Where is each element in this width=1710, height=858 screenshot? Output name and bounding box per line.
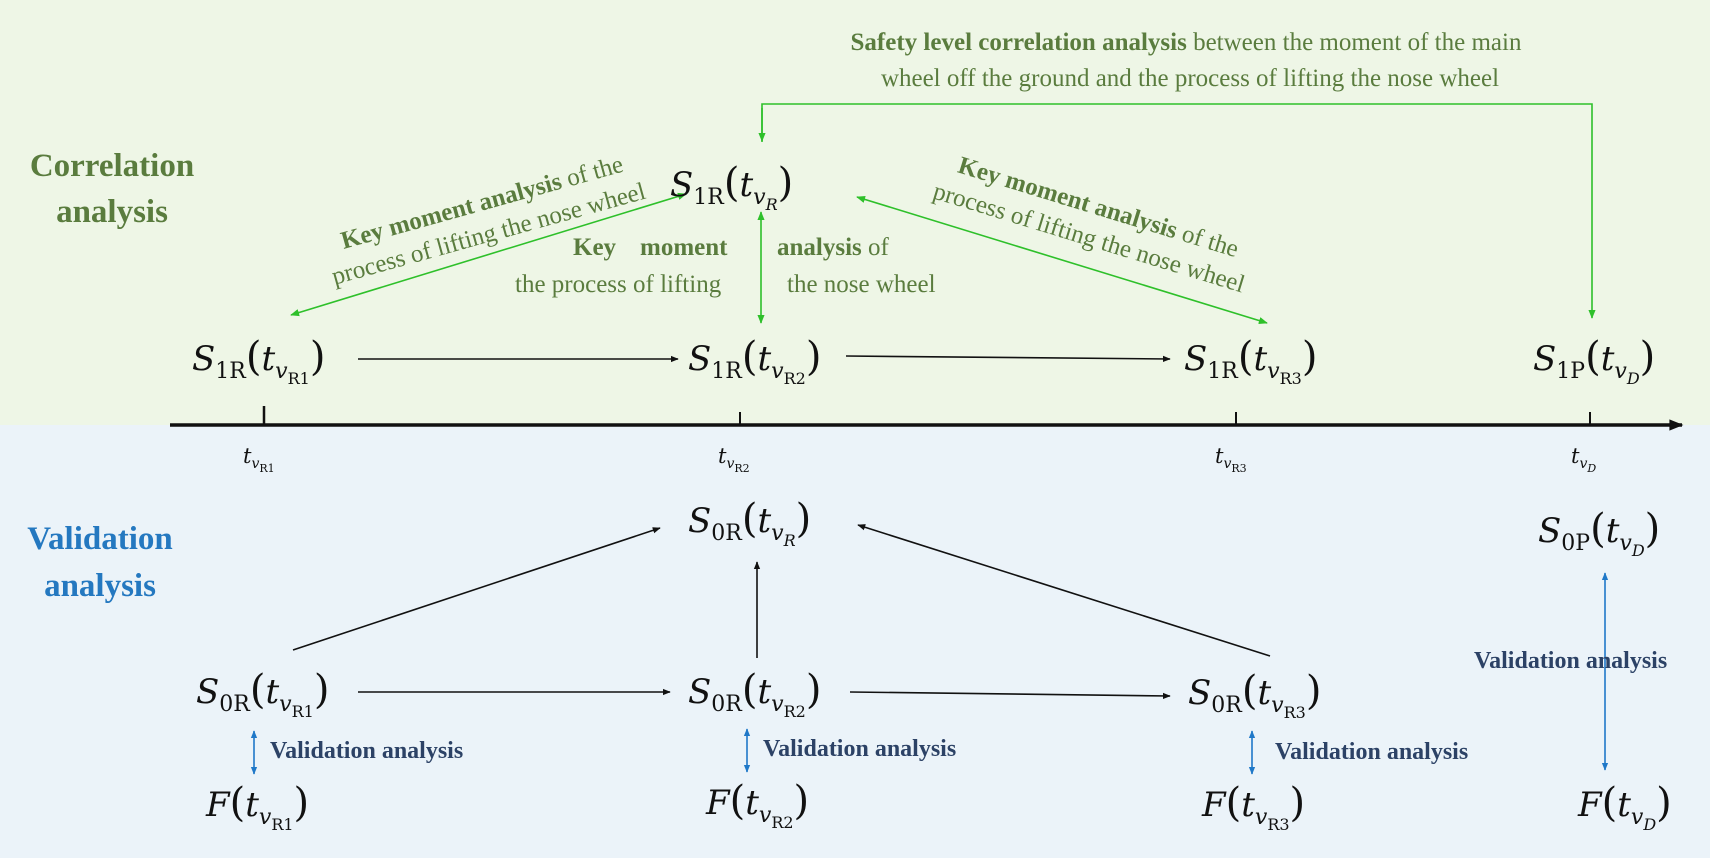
- node-f-r2: F(tvR2): [705, 778, 809, 832]
- validation-band: [0, 425, 1710, 858]
- node-f-r1: F(tvR1): [205, 780, 309, 834]
- node-f-d: F(tvD): [1577, 780, 1672, 834]
- math-nodes: S1R(tvR) S1R(tvR1) S1R(tvR2) S1R(tvR3) S…: [192, 160, 1672, 834]
- node-s0r-top: S0R(tvR): [688, 496, 811, 550]
- node-s1r-r1: S1R(tvR1): [192, 334, 325, 388]
- tick-label-r2: tvR2: [718, 444, 750, 475]
- key-mid-bold1: Key: [573, 234, 617, 261]
- tick-label-d: tvD: [1571, 444, 1596, 475]
- tick-label-r1: tvR1: [243, 444, 275, 475]
- key-left-arrow: [290, 192, 687, 317]
- node-s1r-r2: S1R(tvR2): [688, 334, 821, 388]
- key-mid-line1: Key moment analysis of: [573, 234, 890, 261]
- validation-label-r2: Validation analysis: [763, 736, 956, 762]
- correlation-title: Correlation analysis: [30, 148, 194, 230]
- key-mid-bold2: moment: [640, 234, 728, 261]
- correlation-title-line2: analysis: [56, 194, 168, 230]
- validation-label-r1: Validation analysis: [270, 738, 463, 764]
- node-s0r-r2: S0R(tvR2): [688, 667, 821, 721]
- key-mid-line2a: the process of lifting: [515, 271, 722, 298]
- node-s1r-r3: S1R(tvR3): [1184, 334, 1317, 388]
- node-s0r-r1: S0R(tvR1): [196, 667, 329, 721]
- key-right-arrow: [856, 195, 1268, 325]
- arrow-s0r-r3-to-top: [857, 524, 1271, 657]
- node-f-r3: F(tvR3): [1201, 780, 1305, 834]
- node-s0r-r3: S0R(tvR3): [1188, 668, 1321, 722]
- key-mid-bold3: analysis: [777, 234, 862, 261]
- correlation-title-line1: Correlation: [30, 148, 194, 184]
- validation-title-line2: analysis: [44, 568, 156, 604]
- safety-annotation-rest: between the moment of the main: [1187, 29, 1522, 56]
- safety-annotation-bold: Safety level correlation analysis: [851, 29, 1188, 56]
- key-mid-annotation: Key moment analysis of the process of lift…: [515, 234, 936, 298]
- node-s1p-d: S1P(tvD): [1533, 334, 1655, 388]
- safety-annotation-line2: wheel off the ground and the process of …: [881, 65, 1499, 92]
- arrow-s0r-r2-to-r3: [849, 691, 1171, 700]
- arrow-s0r-r1-to-top: [292, 527, 661, 651]
- node-s0p-d: S0P(tvD): [1538, 506, 1660, 560]
- key-mid-line2: the process of lifting the nose wheel: [515, 271, 936, 298]
- validation-title: Validation analysis: [27, 521, 173, 604]
- validation-labels: Validation analysis Validation analysis …: [270, 648, 1667, 765]
- safety-annotation: Safety level correlation analysis betwee…: [851, 29, 1522, 92]
- arrow-s1r-r2-to-r3: [845, 355, 1171, 363]
- correlation-band: [0, 0, 1710, 425]
- key-mid-line2b: the nose wheel: [787, 271, 936, 298]
- validation-label-r3: Validation analysis: [1275, 739, 1468, 765]
- safety-annotation-line1: Safety level correlation analysis betwee…: [851, 29, 1522, 56]
- validation-title-line1: Validation: [27, 521, 173, 557]
- node-s1r-top: S1R(tvR): [670, 160, 793, 214]
- validation-label-d: Validation analysis: [1474, 648, 1667, 674]
- tick-label-r3: tvR3: [1215, 444, 1247, 475]
- tick-labels: tvR1 tvR2 tvR3 tvD: [243, 444, 1596, 475]
- key-mid-rest: of: [862, 234, 890, 261]
